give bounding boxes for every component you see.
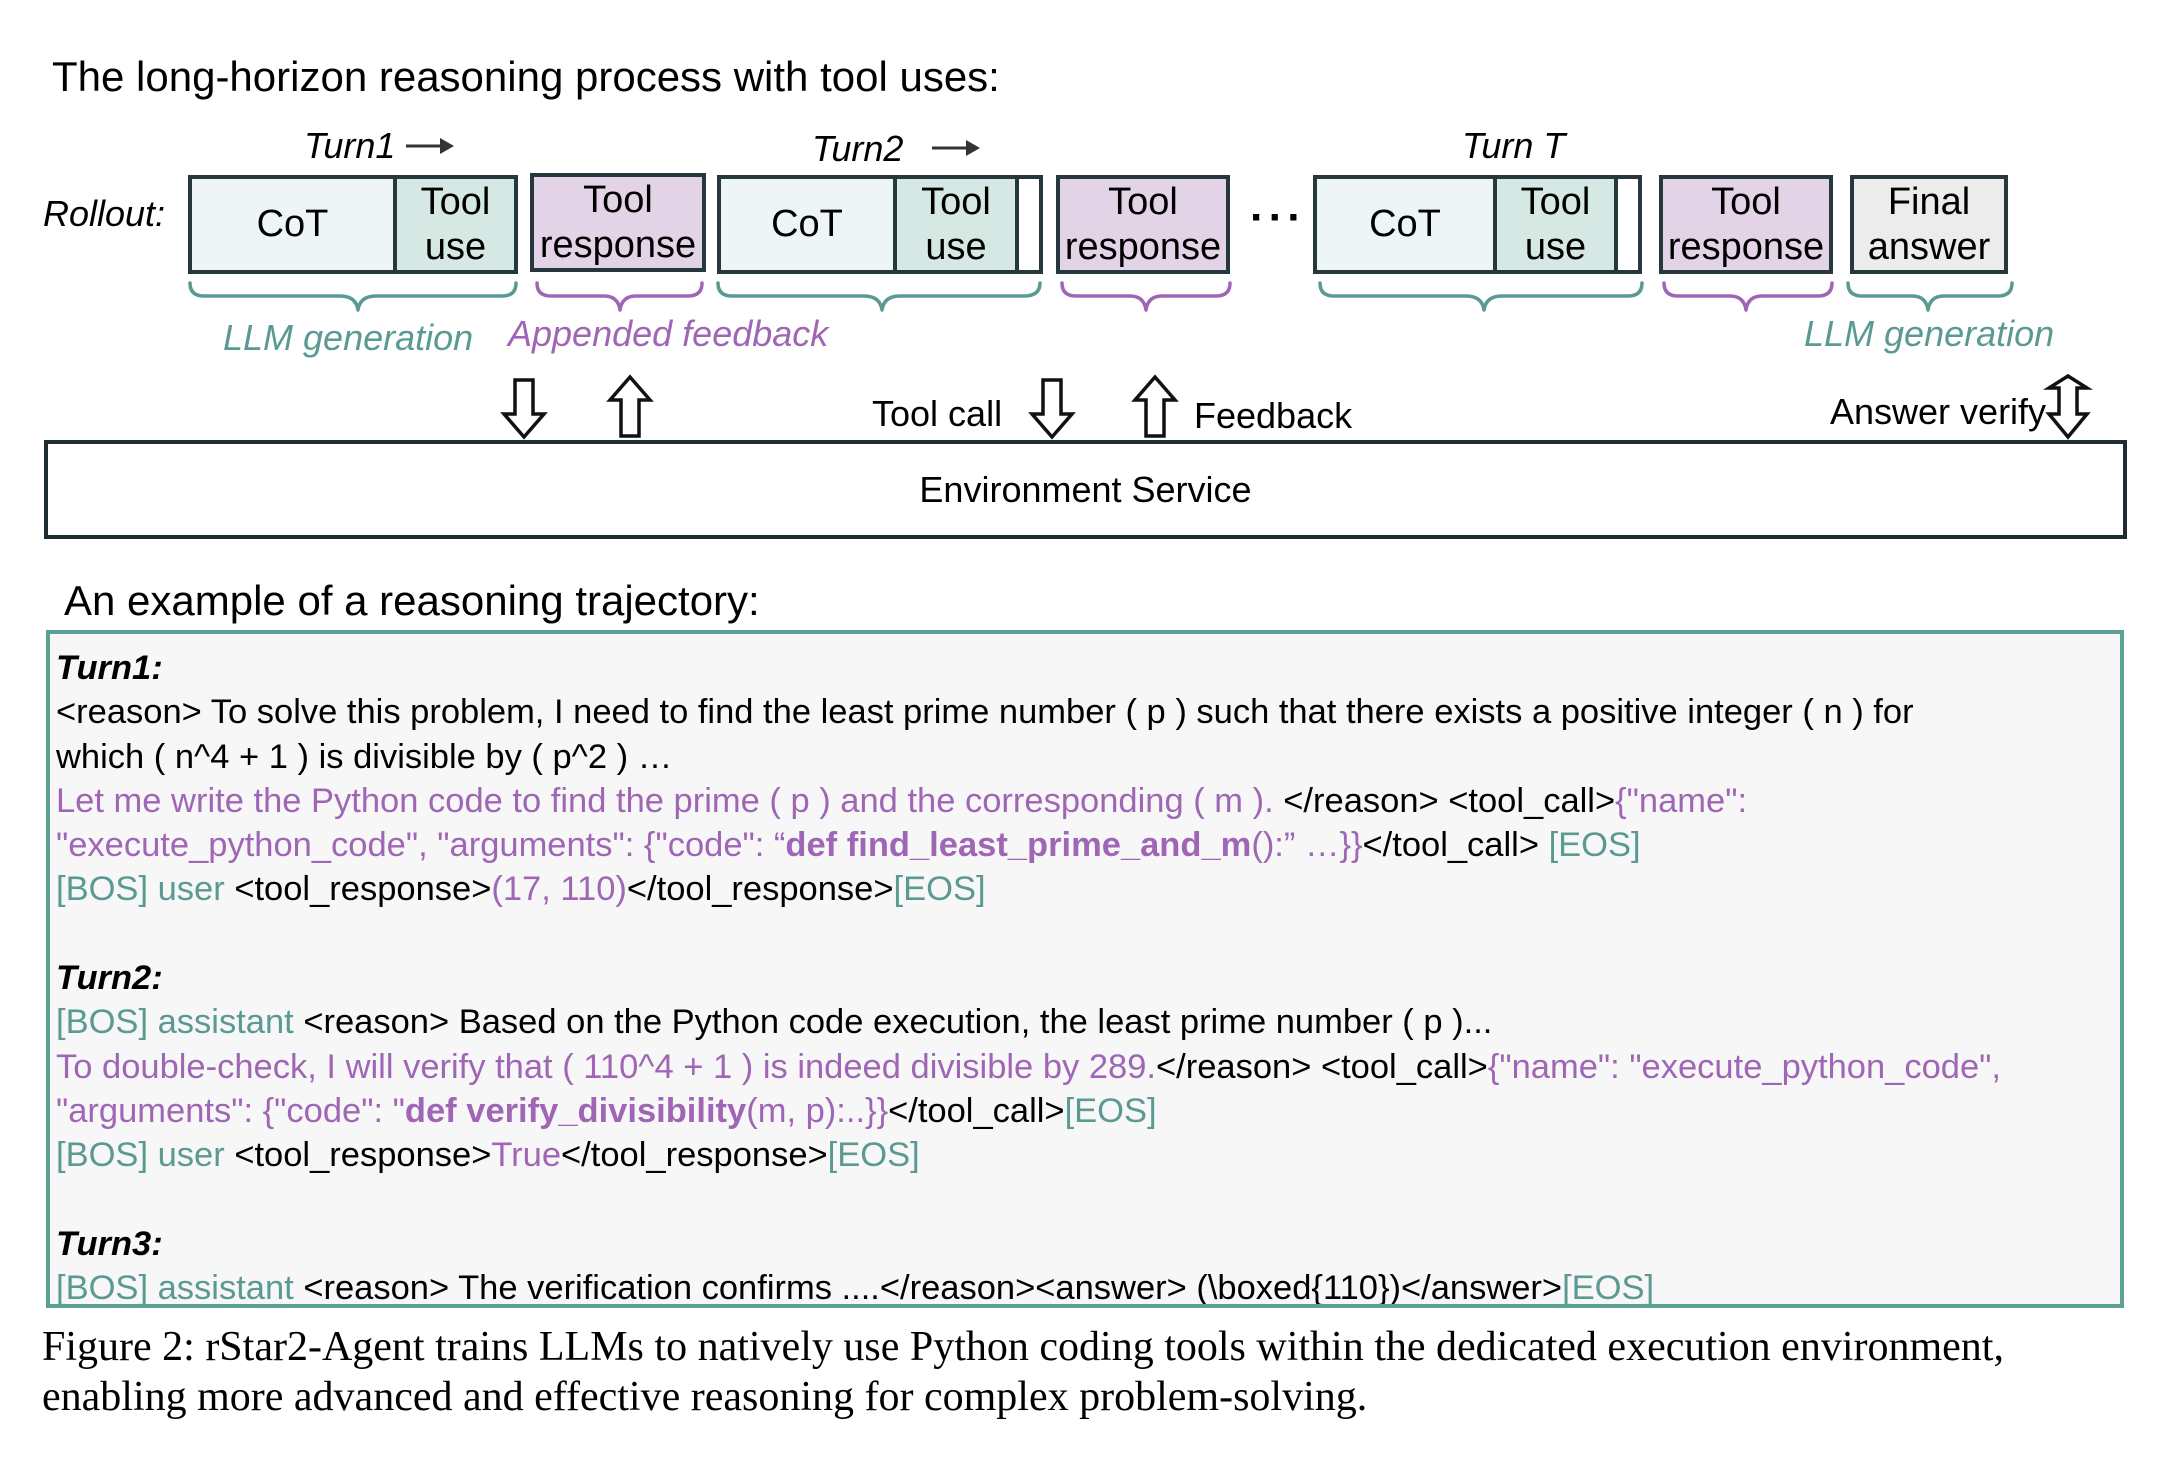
caption-line-2: enabling more advanced and effective rea…: [42, 1374, 1368, 1420]
turnT-cot-box: CoT: [1313, 175, 1497, 274]
arrow-group: [500, 373, 2094, 440]
turn1-line-2: which ( n^4 + 1 ) is divisible by ( p^2 …: [56, 737, 673, 776]
turn1-line-3: Let me write the Python code to find the…: [56, 781, 1748, 820]
llm-generation-label-left: LLM generation: [223, 317, 474, 358]
turnT-label: Turn T: [1462, 125, 1566, 166]
appended-feedback-label: Appended feedback: [508, 313, 829, 354]
turn2-arrow-icon: [932, 140, 980, 156]
brace-appended-feedback-3: [1662, 281, 1834, 312]
down-arrow-icon-1: [500, 378, 548, 440]
turn1-cot-box: CoT: [188, 175, 397, 274]
brace-appended-feedback-2: [1060, 281, 1232, 312]
turn1-line-1: <reason> To solve this problem, I need t…: [56, 693, 1914, 732]
brace-llm-generation-2: [716, 281, 1042, 312]
turnT-trailing-box: [1614, 175, 1642, 274]
example-title: An example of a reasoning trajectory:: [64, 577, 760, 624]
figure-caption: Figure 2: rStar2-Agent trains LLMs to na…: [42, 1322, 2004, 1422]
feedback-label: Feedback: [1194, 395, 1353, 436]
tool-call-label: Tool call: [872, 393, 1003, 434]
trajectory-box: Turn1: <reason> To solve this problem, I…: [46, 630, 2124, 1308]
turn1-line-4: "execute_python_code", "arguments": {"co…: [56, 826, 1641, 865]
rollout-label: Rollout:: [43, 193, 166, 234]
turn2-heading: Turn2:: [56, 959, 163, 998]
double-arrow-icon: [2042, 373, 2094, 440]
turn1-label: Turn1: [304, 125, 396, 166]
turn2-trailing-box: [1015, 175, 1043, 274]
turn2-line-4: [BOS] user <tool_response>True</tool_res…: [56, 1136, 920, 1175]
turn1-line-5: [BOS] user <tool_response>(17, 110)</too…: [56, 870, 986, 909]
turn1-arrow-icon: [406, 138, 454, 154]
environment-service-label: Environment Service: [919, 468, 1252, 510]
turn2-label: Turn2: [812, 128, 904, 169]
answer-verify-label: Answer verify: [1830, 391, 2047, 432]
down-arrow-icon-2: [1028, 378, 1076, 440]
up-arrow-icon-2: [1131, 374, 1179, 438]
brace-llm-generation-3: [1318, 281, 1644, 312]
turn3-line-1: [BOS] assistant <reason> The verificatio…: [56, 1269, 1655, 1308]
brace-group: [188, 281, 2014, 312]
diagram-title: The long-horizon reasoning process with …: [52, 53, 1000, 100]
environment-service-box: Environment Service: [44, 440, 2127, 539]
rollout-ellipsis: ···: [1250, 193, 1306, 242]
turn2-line-2: To double-check, I will verify that ( 11…: [56, 1047, 2001, 1086]
turn2-line-1: [BOS] assistant <reason> Based on the Py…: [56, 1003, 1493, 1042]
turn3-heading: Turn3:: [56, 1224, 163, 1263]
turn2-line-3: "arguments": {"code": "def verify_divisi…: [56, 1091, 1157, 1130]
brace-llm-generation-1: [188, 281, 518, 312]
brace-appended-feedback-1: [535, 281, 704, 312]
llm-generation-label-right: LLM generation: [1804, 313, 2055, 354]
brace-llm-generation-4: [1846, 281, 2014, 312]
caption-line-1: Figure 2: rStar2-Agent trains LLMs to na…: [42, 1324, 2004, 1370]
turn1-heading: Turn1:: [56, 649, 163, 687]
up-arrow-icon-1: [606, 374, 654, 438]
